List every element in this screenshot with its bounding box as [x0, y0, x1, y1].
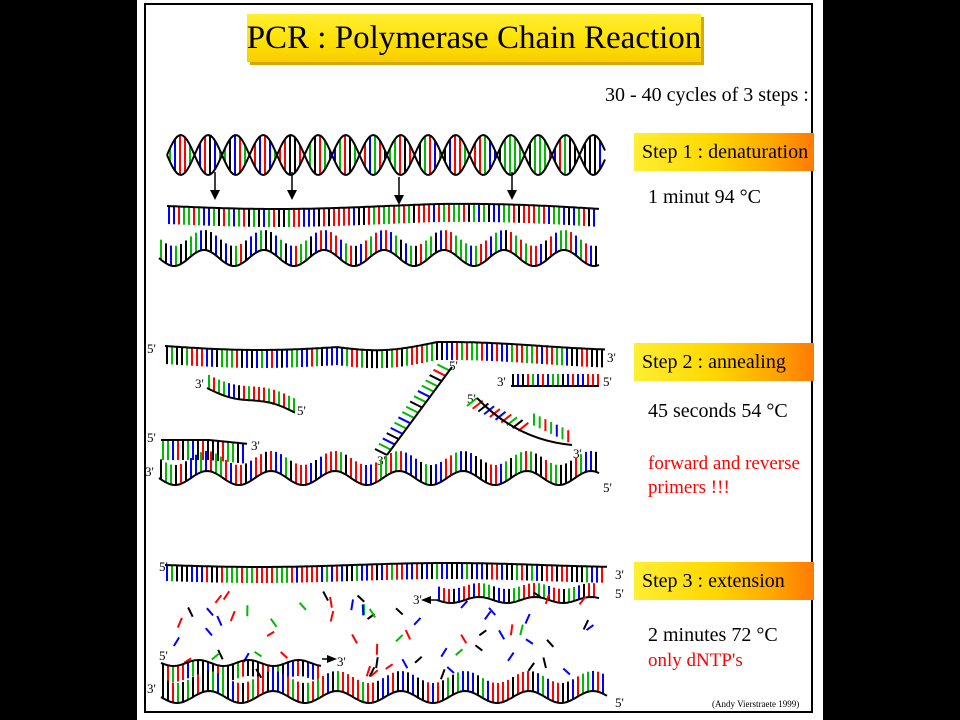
svg-text:3': 3'	[413, 592, 422, 607]
free-dntps	[173, 590, 595, 680]
step-3-condition: 2 minutes 72 °C	[648, 624, 778, 646]
extension-template-top	[164, 562, 608, 583]
svg-text:3': 3'	[251, 438, 260, 453]
svg-text:5': 5'	[603, 374, 612, 389]
svg-text:5': 5'	[297, 403, 306, 418]
dna-double-helix	[166, 133, 606, 177]
svg-text:5': 5'	[159, 648, 168, 663]
denatured-strand-bottom	[158, 230, 600, 267]
floating-primer-descending	[466, 397, 573, 446]
svg-text:3': 3'	[615, 567, 624, 582]
svg-text:5': 5'	[147, 430, 156, 445]
annealing-template-bottom	[158, 451, 600, 487]
svg-text:5': 5'	[615, 586, 624, 601]
extension-strand-end-labels: 5' 3' 5' 3' 5' 3' 3' 5'	[147, 559, 624, 710]
extension-template-bottom	[160, 671, 608, 705]
step-2-label: Step 2 : annealing	[634, 343, 814, 381]
annealing-template-top	[164, 341, 606, 369]
cycles-text: 30 - 40 cycles of 3 steps :	[605, 84, 809, 106]
primer-top-right	[511, 374, 599, 387]
svg-text:3': 3'	[145, 464, 154, 479]
pcr-diagram: 5' 3' 3' 5' 3' 5' 3' 5' 5' 3' 5' 3' 3' 5' 5' 3' 5' 3' 5' 3'…	[145, 133, 624, 710]
annealed-primer-left	[161, 439, 248, 464]
svg-text:3': 3'	[337, 654, 346, 669]
svg-text:3': 3'	[607, 350, 616, 365]
step-2-condition: 45 seconds 54 °C	[648, 400, 788, 422]
slide-title: PCR : Polymerase Chain Reaction	[247, 14, 701, 62]
extension-direction-arrow-top	[421, 596, 437, 604]
svg-text:5': 5'	[147, 341, 156, 356]
denaturation-arrows	[210, 172, 517, 205]
svg-text:5': 5'	[159, 559, 168, 574]
svg-text:5': 5'	[467, 391, 476, 406]
svg-text:5': 5'	[615, 695, 624, 710]
step-3-note: only dNTP's	[648, 650, 743, 671]
step-1-condition: 1 minut 94 °C	[648, 186, 762, 208]
svg-text:3': 3'	[147, 681, 156, 696]
extension-new-strand-top	[436, 583, 600, 605]
step-2-note: forward and reverse primers !!!	[648, 453, 800, 498]
svg-text:3': 3'	[195, 376, 204, 391]
step-3-label: Step 3 : extension	[634, 562, 814, 600]
floating-primer-diagonal	[374, 363, 453, 456]
svg-text:5': 5'	[603, 480, 612, 495]
denatured-strand-top	[166, 202, 600, 227]
slide: PCR : Polymerase Chain Reaction 30 - 40 …	[137, 0, 823, 720]
svg-text:3': 3'	[497, 374, 506, 389]
extension-direction-arrow-bottom	[322, 655, 337, 663]
floating-primer-left	[206, 374, 296, 414]
extension-new-strand-bottom	[160, 658, 322, 682]
svg-text:3': 3'	[573, 446, 582, 461]
step-1-label: Step 1 : denaturation	[634, 133, 814, 171]
svg-text:5': 5'	[449, 358, 458, 373]
credit-text: (Andy Vierstraete 1999)	[712, 699, 800, 709]
